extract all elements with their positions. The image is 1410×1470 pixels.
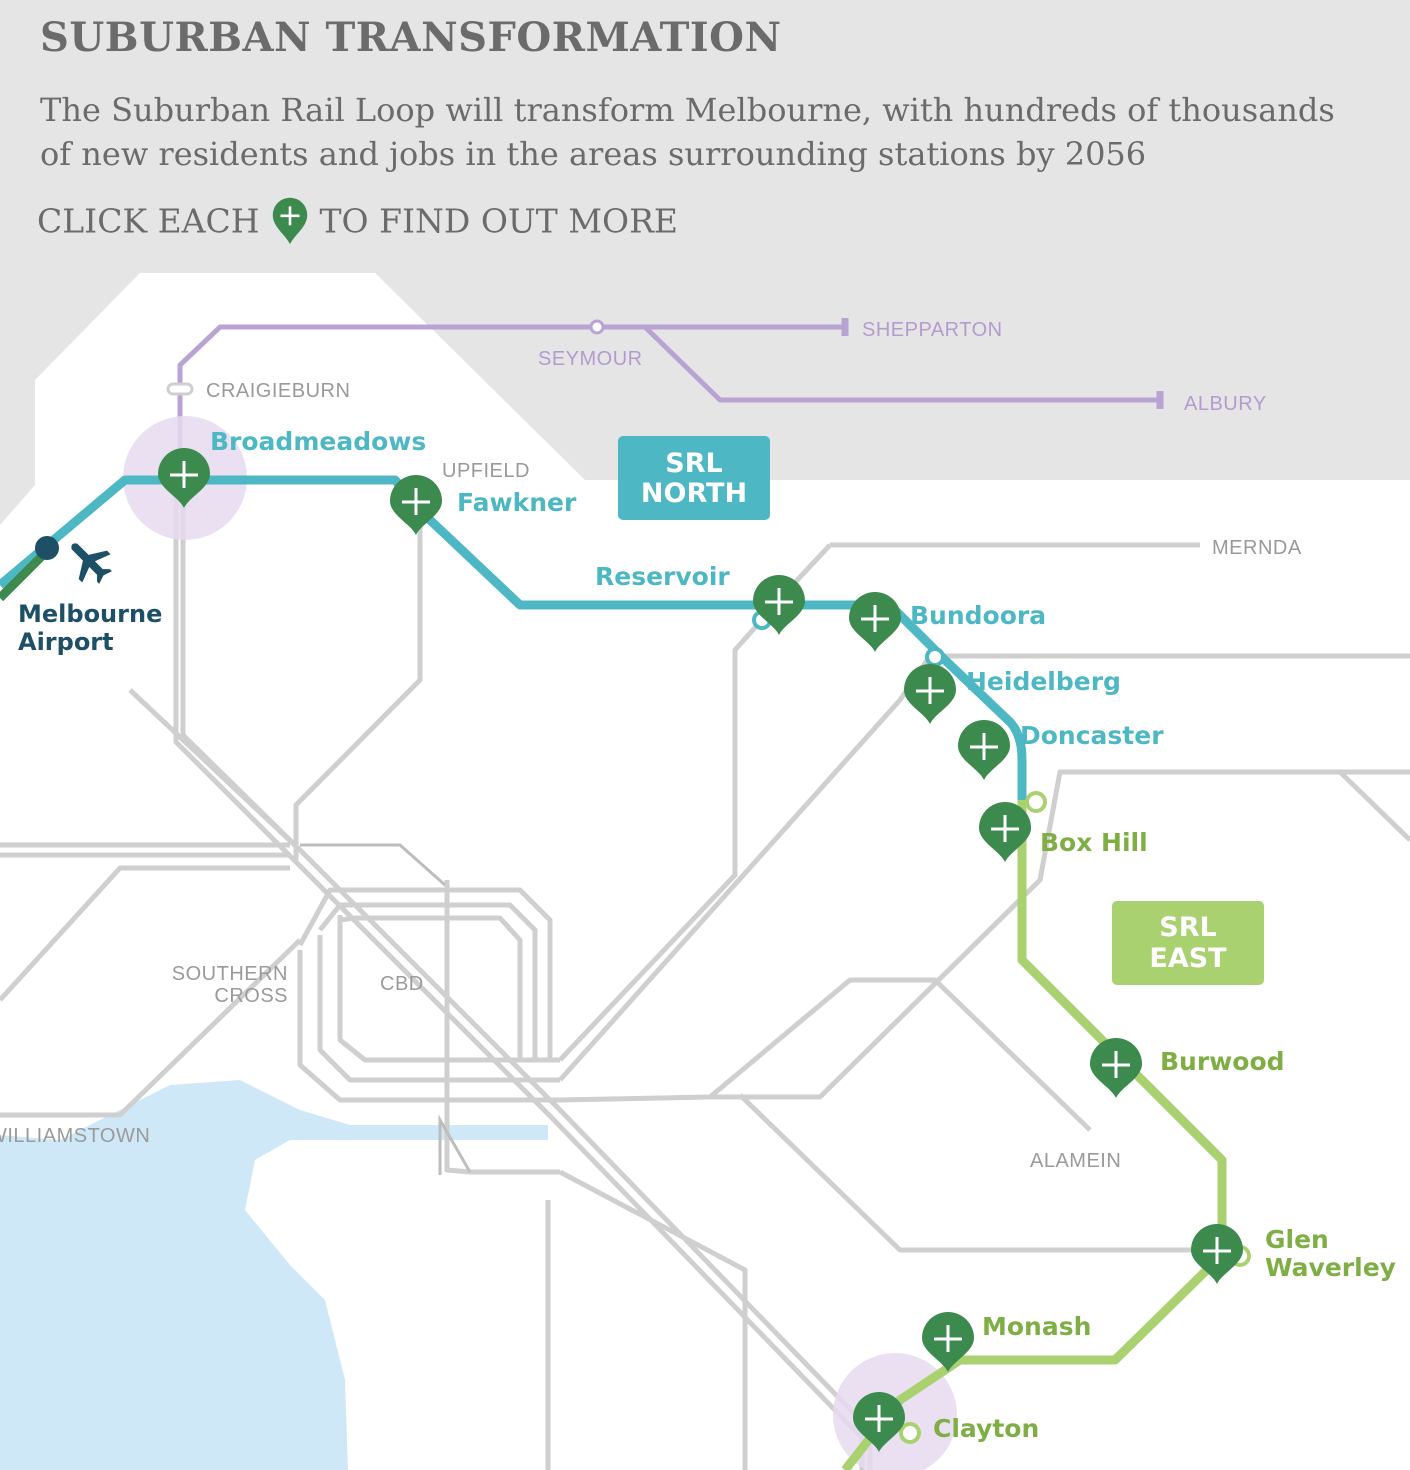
srl-north-line	[0, 475, 1027, 800]
land-area	[0, 273, 1410, 1470]
map-pin-icon	[272, 197, 307, 245]
page-title: SUBURBAN TRANSFORMATION	[40, 14, 782, 61]
station-label-glen-waverley-line1: Glen	[1265, 1225, 1329, 1254]
bay-water	[0, 1080, 548, 1470]
srl-north-badge	[618, 436, 770, 520]
srl-north-badge-line2: NORTH	[641, 478, 747, 509]
station-label-bundoora: Bundoora	[910, 601, 1046, 630]
srl-east-line	[841, 800, 1227, 1470]
albury-label: ALBURY	[1184, 393, 1267, 415]
airport-spur-line	[0, 549, 49, 602]
city-loop	[300, 843, 472, 1175]
station-label-clayton: Clayton	[933, 1414, 1039, 1443]
srl-east-badge-line1: SRL	[1159, 912, 1216, 943]
seymour-marker	[589, 319, 605, 335]
station-label-broadmeadows: Broadmeadows	[210, 427, 426, 456]
cta-text-after: TO FIND OUT MORE	[319, 201, 679, 241]
station-label-fawkner: Fawkner	[457, 488, 577, 517]
airport-label-line1: Melbourne	[18, 600, 162, 628]
southern-cross-label-line2: CROSS	[214, 985, 288, 1007]
srl-east-badge	[1112, 901, 1264, 985]
station-label-doncaster: Doncaster	[1020, 721, 1164, 750]
airport-station-dot	[35, 536, 59, 560]
station-label-reservoir: Reservoir	[595, 562, 730, 591]
station-label-burwood: Burwood	[1160, 1047, 1285, 1076]
craigieburn-marker	[166, 382, 194, 396]
station-label-heidelberg: Heidelberg	[966, 667, 1121, 696]
station-label-glen-waverley-line2: Waverley	[1265, 1253, 1396, 1282]
shepparton-label: SHEPPARTON	[862, 319, 1003, 341]
seymour-label: SEYMOUR	[538, 348, 643, 370]
srl-north-badge-line1: SRL	[665, 448, 722, 479]
srl-east-badge-line2: EAST	[1149, 943, 1227, 974]
williamstown-label: WILLIAMSTOWN	[0, 1125, 150, 1147]
mernda-label: MERNDA	[1212, 537, 1302, 559]
airplane-icon	[71, 543, 112, 584]
regional-lines	[177, 318, 1164, 460]
southern-cross-label-line1: SOUTHERN	[172, 963, 288, 985]
alamein-label: ALAMEIN	[1030, 1150, 1121, 1172]
airport-label-line2: Airport	[18, 628, 114, 656]
cta-text-before: CLICK EACH	[37, 201, 260, 241]
intro-text: The Suburban Rail Loop will transform Me…	[40, 91, 1335, 173]
header: SUBURBAN TRANSFORMATION The Suburban Rai…	[0, 0, 1410, 260]
cbd-label: CBD	[380, 973, 424, 995]
click-instruction: CLICK EACH TO FIND OUT MORE	[37, 196, 679, 245]
station-label-monash: Monash	[982, 1312, 1091, 1341]
upfield-label: UPFIELD	[442, 460, 530, 482]
station-label-box-hill: Box Hill	[1040, 828, 1148, 857]
craigieburn-label: CRAIGIEBURN	[206, 380, 350, 402]
